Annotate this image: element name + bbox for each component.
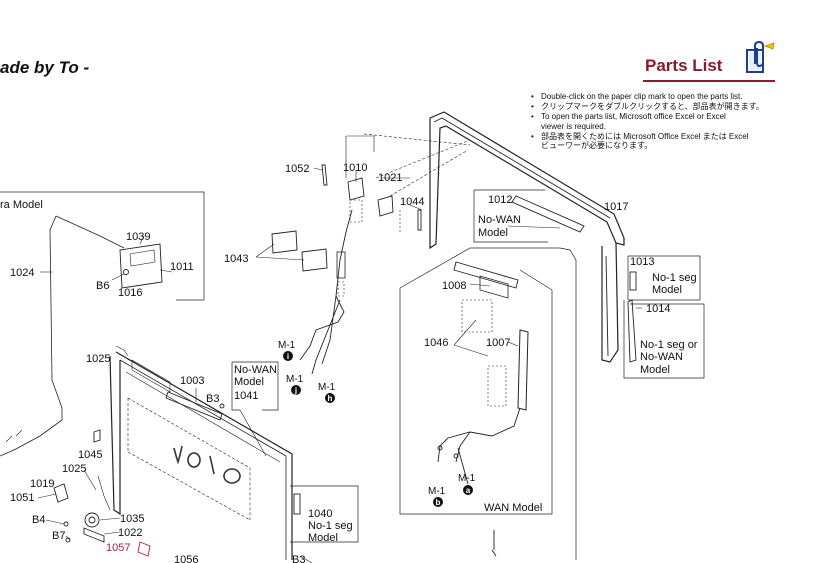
part-label: 1056	[174, 554, 198, 563]
parts-list-underline	[643, 80, 775, 82]
marker-circle	[433, 497, 443, 507]
part-label: 1035	[120, 513, 144, 525]
part-label: 1044	[400, 196, 424, 208]
connector-label: M-1	[318, 382, 336, 393]
note-line: To open the parts list, Microsoft office…	[541, 112, 726, 122]
part-label: 1019	[30, 478, 54, 490]
part-label: B4	[32, 514, 45, 526]
header-fragment-text: ade by To -	[0, 58, 90, 77]
parts-list-title: Parts List	[645, 56, 723, 75]
note-item: To open the parts list, Microsoft office…	[530, 112, 790, 130]
part-label: 1013	[630, 256, 654, 268]
part-label: 1046	[424, 337, 448, 349]
paperclip-icon[interactable]	[745, 40, 777, 76]
part-label: 1014	[646, 303, 670, 315]
part-label: 1016	[118, 287, 142, 299]
marker-letter: b	[436, 498, 441, 507]
part-label: 1040	[308, 508, 332, 520]
connector-label: M-1	[278, 340, 296, 351]
note-line: 部品表を開くためには Microsoft Office Excel または Ex…	[541, 131, 749, 141]
part-label: B7	[52, 530, 65, 542]
marker-letter: a	[466, 486, 471, 495]
instructions-notes: Double-click on the paper clip mark to o…	[530, 92, 790, 151]
part-label: B3	[292, 554, 305, 563]
model-label: Model	[652, 284, 682, 296]
part-label: 1024	[10, 267, 34, 279]
model-label: No-1 seg	[652, 272, 697, 284]
marker-circle	[291, 385, 301, 395]
marker-letter: h	[328, 394, 333, 403]
part-label: 1021	[378, 172, 402, 184]
part-label: 1039	[126, 231, 150, 243]
part-label: B6	[96, 280, 109, 292]
part-label: 1022	[118, 527, 142, 539]
part-label: 1045	[78, 449, 102, 461]
part-label-highlight: 1057	[106, 542, 130, 554]
model-label: No-1 seg or	[640, 339, 698, 351]
note-item: クリップマークをダブルクリックすると、部品表が開きます。	[530, 102, 790, 111]
connector-label: M-1	[428, 486, 446, 497]
marker-circle	[325, 393, 335, 403]
part-label: 1007	[486, 337, 510, 349]
note-line: クリップマークをダブルクリックすると、部品表が開きます。	[541, 102, 764, 112]
note-line: viewer is required.	[541, 121, 606, 131]
model-label: No-1 seg	[308, 520, 353, 532]
note-line: Double-click on the paper clip mark to o…	[541, 92, 743, 101]
part-label: 1041	[234, 390, 258, 402]
model-label: Model	[478, 227, 508, 239]
part-label: 1025	[86, 353, 110, 365]
part-label: 1011	[170, 261, 194, 273]
part-label: B3	[206, 393, 219, 405]
marker-circle	[463, 485, 473, 495]
part-label: 1025	[62, 463, 86, 475]
part-label: 1052	[285, 163, 309, 175]
model-label: No-WAN	[478, 214, 521, 226]
marker-letter: j	[294, 386, 297, 395]
marker-letter: i	[287, 352, 289, 361]
part-label: 1012	[488, 194, 512, 206]
model-label: ra Model	[0, 199, 43, 211]
model-label: Model	[640, 364, 670, 376]
note-item: 部品表を開くためには Microsoft Office Excel または Ex…	[530, 132, 790, 150]
model-label: No-WAN	[640, 351, 683, 363]
part-label: 1003	[180, 375, 204, 387]
model-label: Model	[308, 532, 338, 544]
connector-label: M-1	[286, 374, 304, 385]
note-line: ビューワーが必要になります。	[541, 141, 653, 151]
model-label: Model	[234, 376, 264, 388]
connector-label: M-1	[458, 473, 476, 484]
marker-circle	[283, 351, 293, 361]
model-label: No-WAN	[234, 364, 277, 376]
model-label: WAN Model	[484, 502, 542, 514]
part-label: 1008	[442, 280, 466, 292]
part-label: 1043	[224, 253, 248, 265]
part-label: 1051	[10, 492, 34, 504]
part-label: 1010	[343, 162, 367, 174]
note-item: Double-click on the paper clip mark to o…	[530, 92, 790, 101]
part-label: 1017	[604, 201, 628, 213]
